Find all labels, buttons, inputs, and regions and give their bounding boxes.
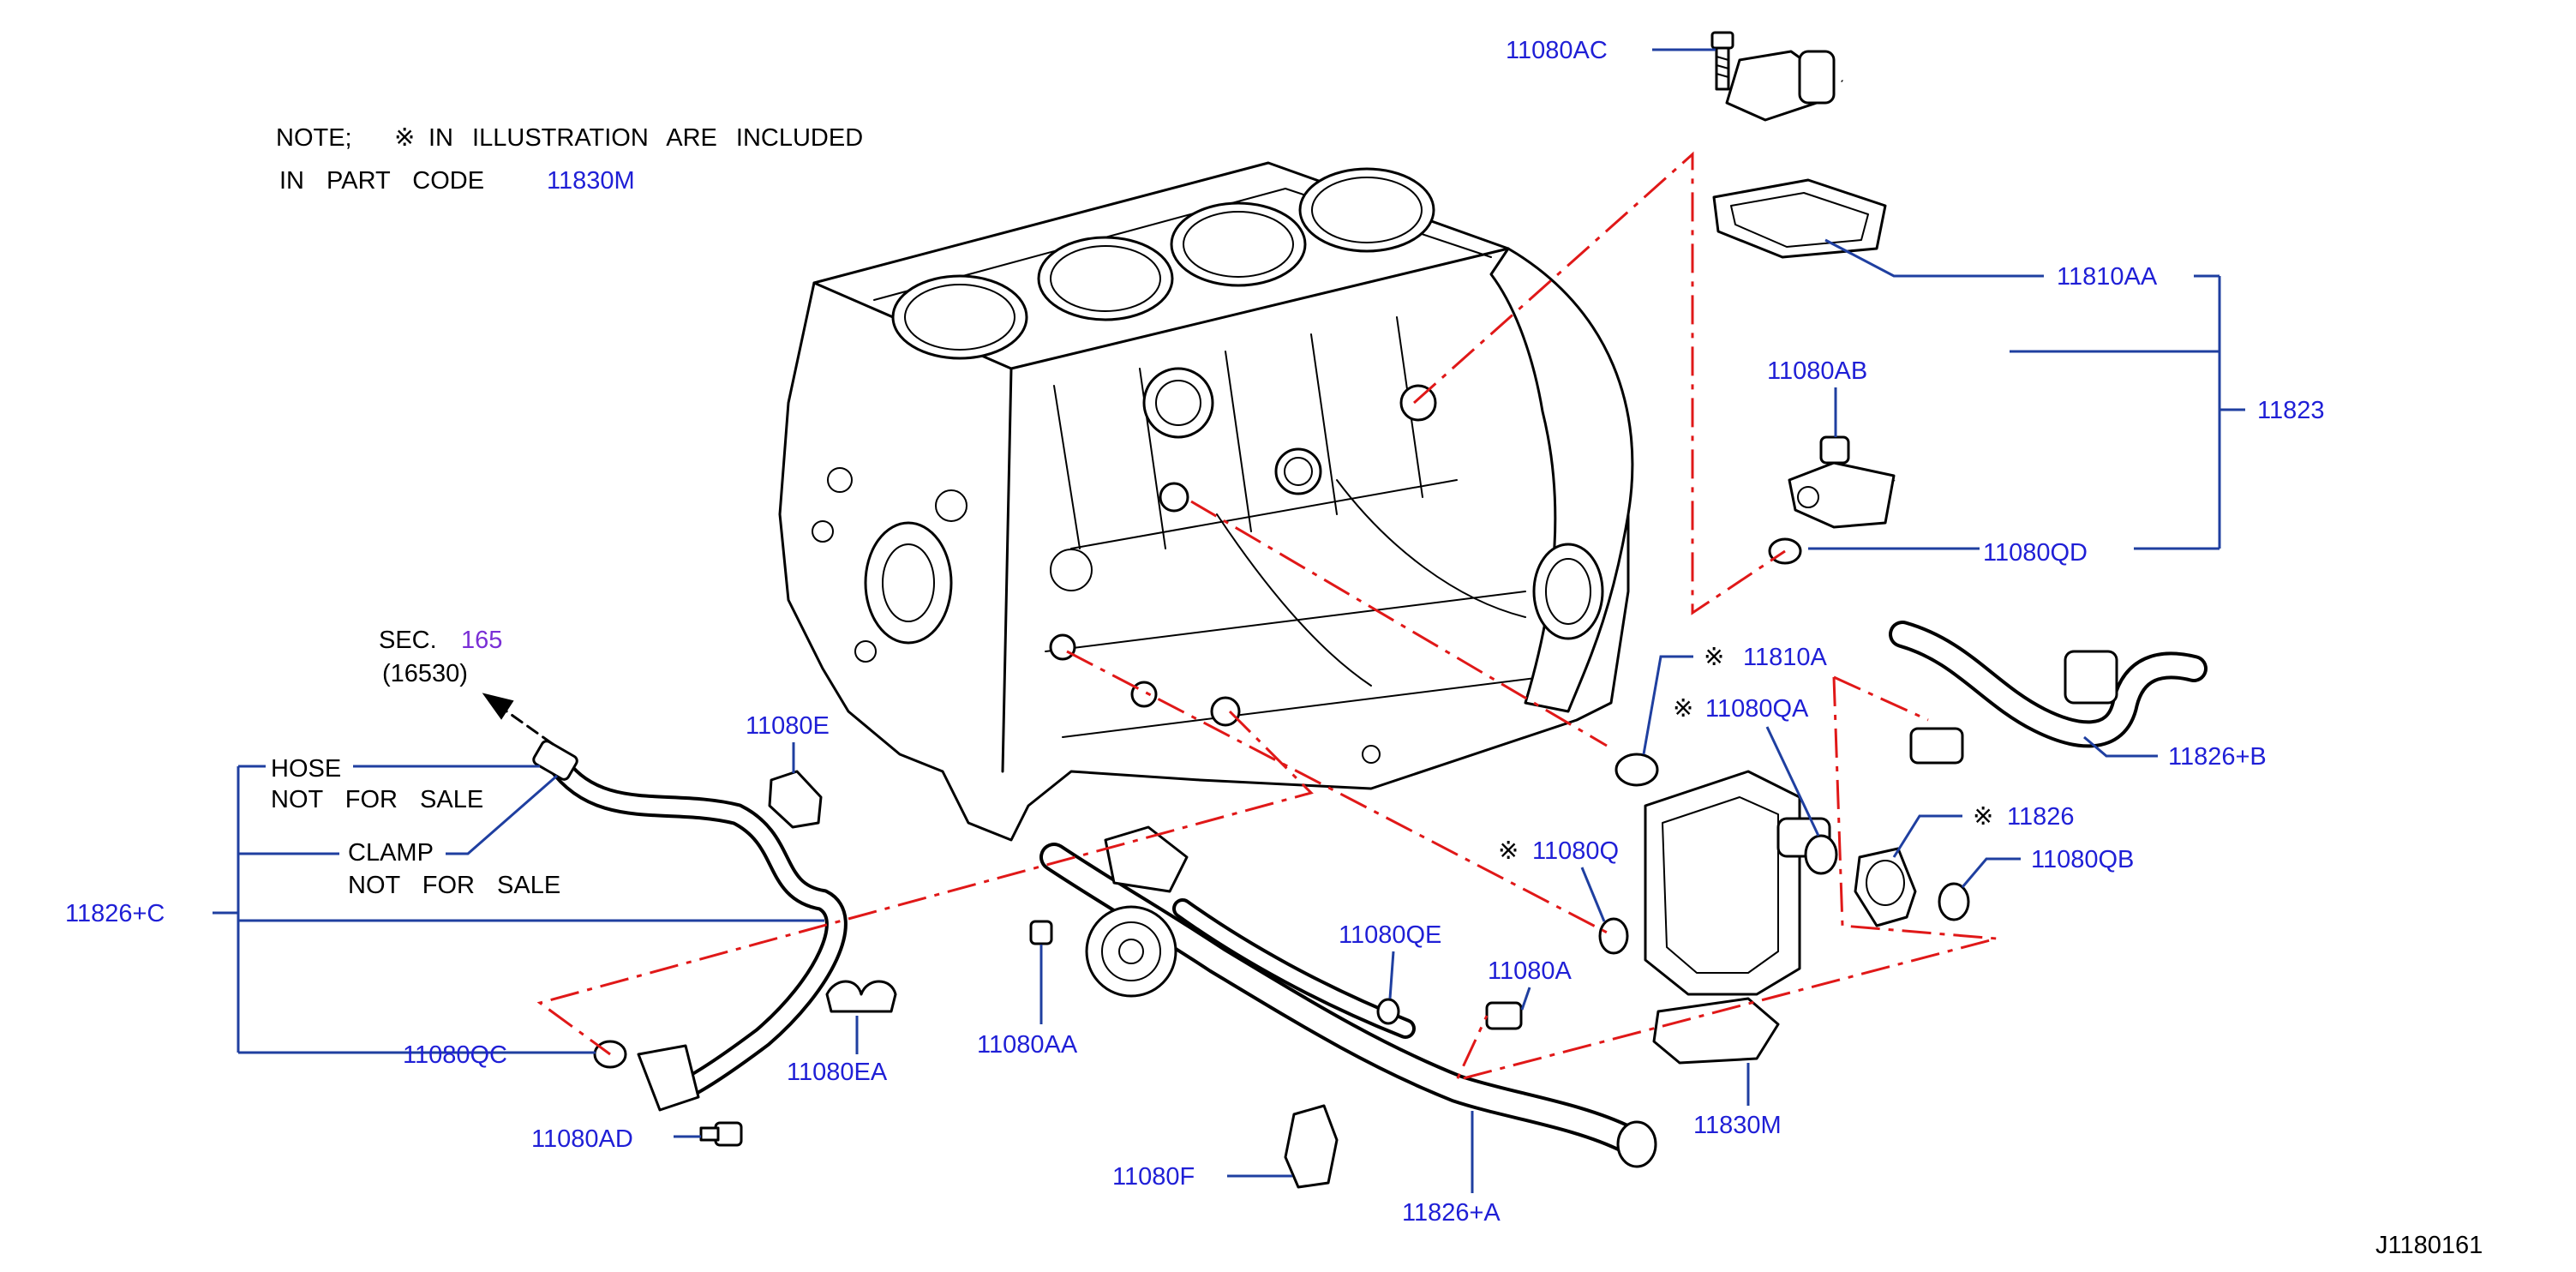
mark-11826: ※ [1973,803,1993,831]
mark-11810A: ※ [1704,644,1724,671]
section-prefix: SEC. [379,627,437,654]
o-ring-11080QE [1376,998,1400,1025]
water-pipe-assembly-11823 [1710,31,2007,565]
gasket-11810A [1614,753,1659,787]
label-11826[interactable]: 11826 [2007,803,2075,831]
label-11080AA[interactable]: 11080AA [977,1031,1078,1059]
label-11830M[interactable]: 11830M [1693,1112,1782,1139]
note-mark: ※ [394,124,415,152]
label-11080QB[interactable]: 11080QB [2031,846,2134,873]
clip-11080E [768,770,823,829]
note-block: NOTE; ※ IN ILLUSTRATION ARE INCLUDED IN … [276,124,863,195]
label-11810AA[interactable]: 11810AA [2057,263,2158,291]
label-11826C[interactable]: 11826+C [65,900,165,927]
hose-label: HOSE [271,755,341,783]
label-11080E[interactable]: 11080E [746,712,830,740]
section-reference[interactable]: SEC. 165 (16530) [379,627,554,746]
mark-11080QA: ※ [1673,695,1693,723]
section-number-link[interactable]: 165 [461,627,502,654]
part-labels: 11080AC 11810AA 11823 11080AB 11080QD ※ … [65,37,2325,1227]
bolt-11080AD [699,1121,743,1147]
o-ring-11080QA [1804,834,1838,875]
label-11080A[interactable]: 11080A [1488,957,1572,985]
label-11823[interactable]: 11823 [2257,397,2325,424]
mark-11080Q: ※ [1498,837,1519,865]
note-line2: IN PART CODE [279,167,484,195]
o-ring-11080Q [1598,917,1629,955]
connector-11826 [1854,847,1917,927]
label-11826B[interactable]: 11826+B [2168,743,2267,771]
label-11080QE[interactable]: 11080QE [1339,921,1441,949]
clamp-label: CLAMP [348,839,434,867]
label-11080Q[interactable]: 11080Q [1532,837,1619,865]
hose-11826B [1889,621,2208,765]
label-11080AD[interactable]: 11080AD [531,1125,633,1153]
label-11826A[interactable]: 11826+A [1402,1199,1501,1227]
note-part-code: 11830M [547,167,635,195]
bolt-11080AC [1710,31,1734,91]
bolt-11080AA [1029,920,1053,945]
hose-nfs-label: NOT FOR SALE [271,786,483,813]
clamp-nfs-label: NOT FOR SALE [348,872,560,899]
label-11080AB[interactable]: 11080AB [1767,357,1867,385]
hose-11826C [532,740,897,1147]
hose-clamp-note: HOSE NOT FOR SALE CLAMP NOT FOR SALE [213,755,824,1054]
label-11080EA[interactable]: 11080EA [787,1059,888,1086]
label-11810A[interactable]: 11810A [1743,644,1827,671]
bolt-11080A [1485,1001,1523,1030]
phantom-lines [536,151,1998,1083]
label-11080AC[interactable]: 11080AC [1506,37,1608,64]
label-11080QC[interactable]: 11080QC [403,1041,507,1069]
oil-cooler-11830M [1644,770,1801,996]
figure-code: J1180161 [2375,1232,2483,1259]
oil-cooler-group [1485,621,2208,1065]
note-prefix: NOTE; [276,124,352,152]
outlet-11080AB [1788,435,1896,529]
bracket-11080F [1284,1104,1339,1189]
o-ring-11080QB [1938,882,1970,921]
clip-11080EA [825,980,897,1013]
note-line1: IN ILLUSTRATION ARE INCLUDED [428,124,863,152]
water-pump-pipes [1029,825,1657,1189]
section-sub: (16530) [382,660,468,687]
label-11080QD[interactable]: 11080QD [1983,539,2088,567]
label-11080F[interactable]: 11080F [1112,1163,1195,1191]
label-11080QA[interactable]: 11080QA [1705,695,1809,723]
gasket-11810AA [1712,178,1887,259]
cylinder-block [778,161,1634,842]
